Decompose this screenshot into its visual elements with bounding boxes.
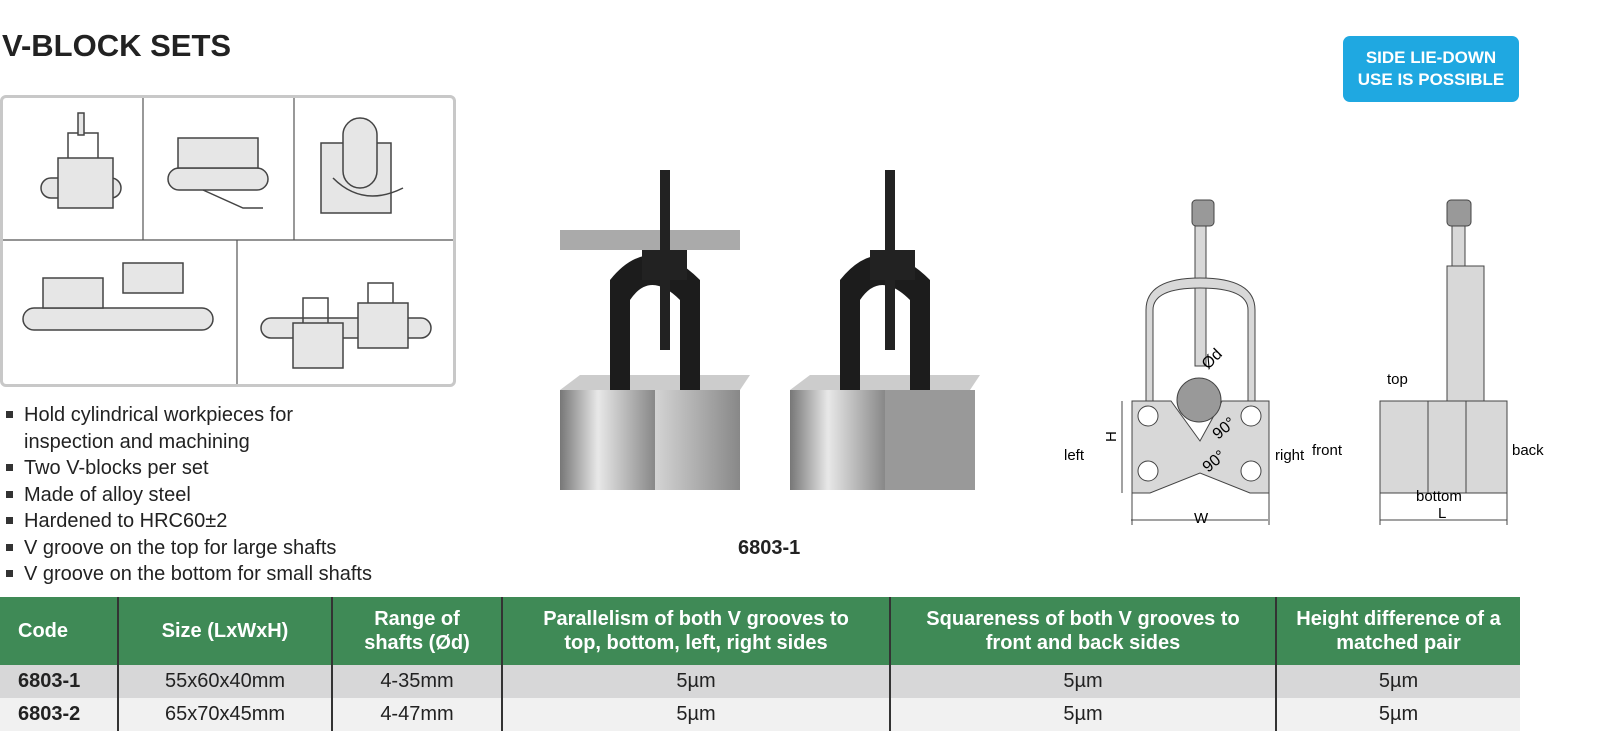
cell-height-difference: 5µm — [1275, 698, 1520, 731]
badge-line-2: USE IS POSSIBLE — [1357, 70, 1505, 89]
table-row: 6803-1 55x60x40mm 4-35mm 5µm 5µm 5µm — [0, 665, 1520, 698]
cell-range: 4-47mm — [331, 698, 502, 731]
usage-illustrations-panel — [0, 95, 456, 387]
cell-size: 55x60x40mm — [117, 665, 332, 698]
right-label: right — [1275, 447, 1305, 464]
dimension-diagrams: Ød 90° 90° H left right W top front back… — [1064, 199, 1544, 527]
feature-list: Hold cylindrical workpieces for inspecti… — [4, 402, 372, 588]
header-code: Code — [0, 597, 118, 665]
cell-parallelism: 5µm — [501, 698, 890, 731]
header-height-difference: Height difference of a matched pair — [1275, 597, 1520, 665]
header-range: Range of shafts (Ød) — [331, 597, 502, 665]
page-title: V-BLOCK SETS — [2, 28, 232, 63]
cell-range: 4-35mm — [331, 665, 502, 698]
cell-squareness: 5µm — [889, 698, 1276, 731]
table-row: 6803-2 65x70x45mm 4-47mm 5µm 5µm 5µm — [0, 698, 1520, 731]
header-parallelism: Parallelism of both V grooves to top, bo… — [501, 597, 890, 665]
left-label: left — [1064, 447, 1085, 464]
header-squareness: Squareness of both V grooves to front an… — [889, 597, 1276, 665]
width-label: W — [1194, 510, 1209, 527]
bottom-label: bottom — [1416, 488, 1462, 505]
height-label: H — [1103, 431, 1120, 442]
feature-item: Two V-blocks per set — [4, 455, 372, 482]
feature-item: Hold cylindrical workpieces for inspecti… — [4, 402, 364, 455]
side-lie-down-badge: SIDE LIE-DOWN USE IS POSSIBLE — [1343, 36, 1519, 102]
top-label: top — [1387, 371, 1408, 388]
specs-table: Code Size (LxWxH) Range of shafts (Ød) P… — [0, 597, 1520, 731]
feature-item: V groove on the bottom for small shafts — [4, 561, 372, 588]
feature-item: Hardened to HRC60±2 — [4, 508, 372, 535]
product-photo — [560, 170, 980, 490]
cell-code: 6803-1 — [0, 665, 118, 698]
badge-line-1: SIDE LIE-DOWN — [1365, 48, 1497, 67]
back-label: back — [1512, 442, 1544, 459]
cell-squareness: 5µm — [889, 665, 1276, 698]
cell-size: 65x70x45mm — [117, 698, 332, 731]
feature-item: Made of alloy steel — [4, 482, 372, 509]
feature-item: V groove on the top for large shafts — [4, 535, 372, 562]
length-label: L — [1438, 505, 1446, 522]
cell-parallelism: 5µm — [501, 665, 890, 698]
cell-height-difference: 5µm — [1275, 665, 1520, 698]
front-label: front — [1312, 442, 1343, 459]
header-size: Size (LxWxH) — [117, 597, 332, 665]
cell-code: 6803-2 — [0, 698, 118, 731]
usage-illustrations — [3, 98, 453, 384]
photo-caption: 6803-1 — [738, 537, 801, 559]
